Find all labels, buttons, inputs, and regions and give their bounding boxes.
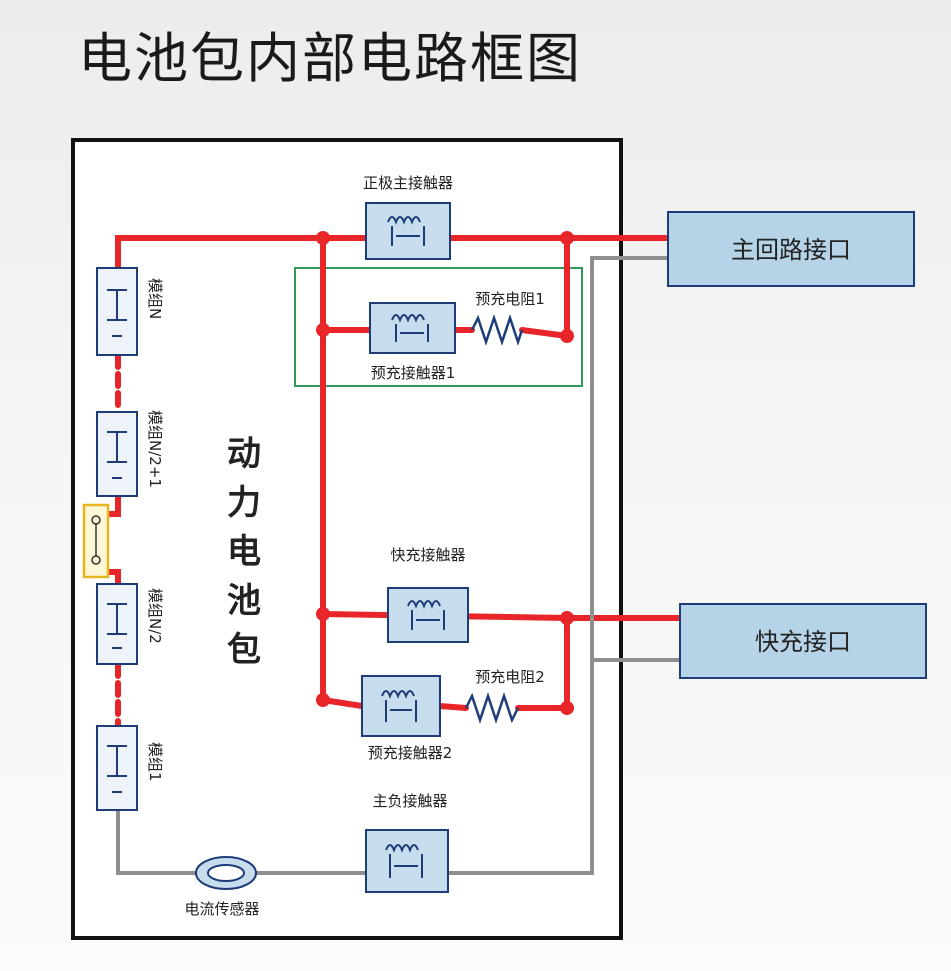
service-disconnect-switch — [82, 503, 110, 579]
positive-main-contactor — [365, 202, 451, 260]
label-precharge-contactor-2: 预充接触器2 — [368, 744, 453, 762]
page-title: 电池包内部电路框图 — [78, 27, 582, 90]
battery-pack-enclosure — [71, 138, 623, 940]
label-neg-main-contactor: 主负接触器 — [372, 792, 447, 810]
label-precharge-resistor-2: 预充电阻2 — [475, 668, 545, 686]
pack-label-char-1: 动 — [227, 434, 261, 474]
precharge-resistor-2-symbol — [464, 692, 520, 724]
fast-charge-contactor — [387, 587, 469, 643]
pack-label-char-5: 包 — [227, 630, 261, 670]
module-n2p1 — [96, 411, 138, 497]
precharge-contactor-2 — [361, 675, 441, 737]
label-fast-charge-contactor: 快充接触器 — [390, 546, 465, 564]
label-module-n: 模组N — [146, 278, 164, 319]
pack-label-char-3: 电 — [227, 532, 261, 572]
precharge-contactor-1 — [369, 302, 456, 354]
fast-charge-interface-box — [679, 603, 927, 679]
main-loop-interface-box — [667, 211, 915, 287]
label-precharge-contactor-1: 预充接触器1 — [371, 364, 456, 382]
label-fast-charge-interface: 快充接口 — [755, 628, 851, 656]
junction-dots — [316, 231, 574, 715]
label-module-n2: 模组N/2 — [146, 588, 164, 644]
label-precharge-resistor-1: 预充电阻1 — [475, 290, 545, 308]
precharge-resistor-1-symbol — [470, 314, 524, 346]
label-module-n2p1: 模组N/2+1 — [146, 410, 164, 488]
label-main-loop-interface: 主回路接口 — [731, 236, 851, 264]
current-sensor-symbol — [195, 856, 257, 890]
label-module-1: 模组1 — [146, 742, 164, 782]
label-pos-main-contactor: 正极主接触器 — [363, 174, 453, 192]
negative-main-contactor — [365, 829, 449, 893]
module-1 — [96, 725, 138, 811]
module-n — [96, 267, 138, 356]
module-n2 — [96, 583, 138, 665]
pack-label-char-2: 力 — [227, 483, 261, 523]
negative-wiring — [116, 256, 680, 875]
precharge-group-box — [294, 267, 583, 387]
pack-label-char-4: 池 — [227, 581, 261, 621]
label-current-sensor: 电流传感器 — [184, 900, 259, 918]
